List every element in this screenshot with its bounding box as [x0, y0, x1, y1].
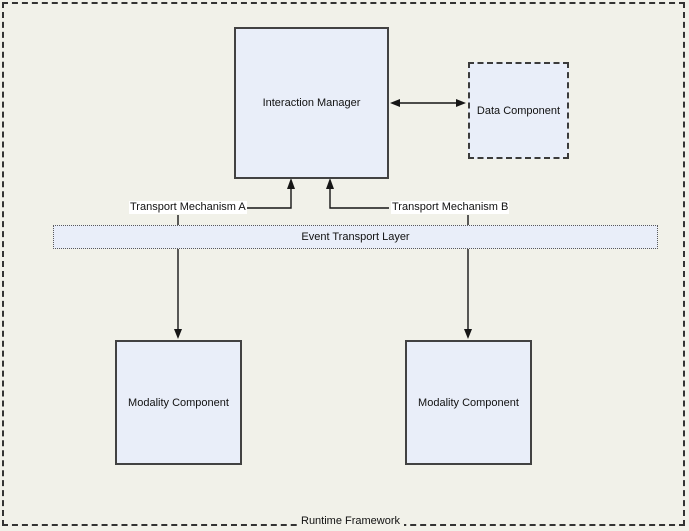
modality-component-left-node: Modality Component — [115, 340, 242, 465]
arrowhead-down-modality-right — [464, 329, 472, 339]
modality-component-left-label: Modality Component — [128, 396, 229, 409]
arrowhead-down-modality-left — [174, 329, 182, 339]
connector-transport-b-elbow — [329, 184, 389, 209]
runtime-framework-label: Runtime Framework — [297, 515, 405, 528]
data-component-label: Data Component — [476, 104, 561, 117]
arrowhead-up-transport-a — [287, 178, 295, 189]
arrowhead-right-data-component — [456, 99, 466, 107]
arrowhead-up-transport-b — [326, 178, 334, 189]
modality-component-right-label: Modality Component — [418, 396, 519, 409]
transport-mechanism-a-label: Transport Mechanism A — [129, 201, 247, 214]
connector-transport-a-elbow — [243, 184, 292, 209]
interaction-manager-node: Interaction Manager — [234, 27, 389, 179]
modality-component-right-node: Modality Component — [405, 340, 532, 465]
event-transport-layer-label: Event Transport Layer — [301, 231, 410, 243]
data-component-node: Data Component — [468, 62, 569, 159]
arrowhead-left-interaction-manager — [390, 99, 400, 107]
transport-mechanism-b-label: Transport Mechanism B — [391, 201, 510, 214]
interaction-manager-label: Interaction Manager — [262, 97, 361, 109]
event-transport-layer-band: Event Transport Layer — [53, 225, 658, 249]
